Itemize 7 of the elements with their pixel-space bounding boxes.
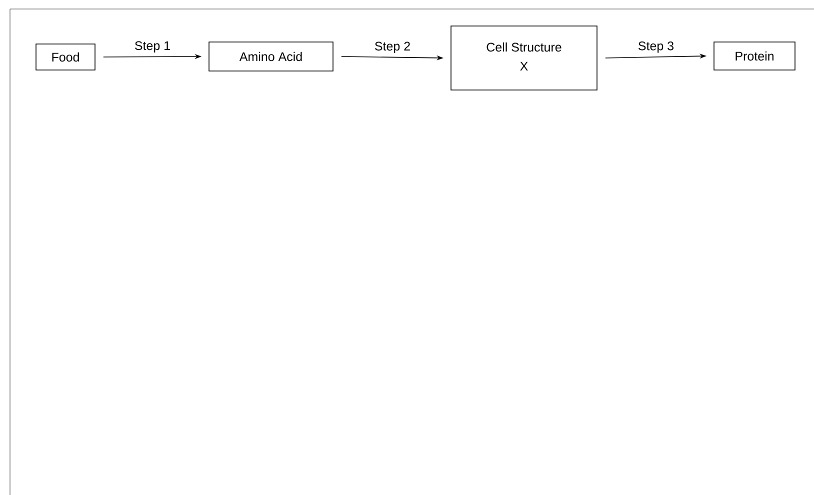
process-box: Food <box>36 44 96 70</box>
edge-label: Step 3 <box>638 41 674 53</box>
process-box: Cell Structure X <box>450 26 598 90</box>
process-box: Protein <box>714 42 796 70</box>
process-box: Amino Acid <box>208 42 334 72</box>
edge-label: Step 2 <box>375 42 410 54</box>
edge-label: Step 1 <box>135 41 170 53</box>
